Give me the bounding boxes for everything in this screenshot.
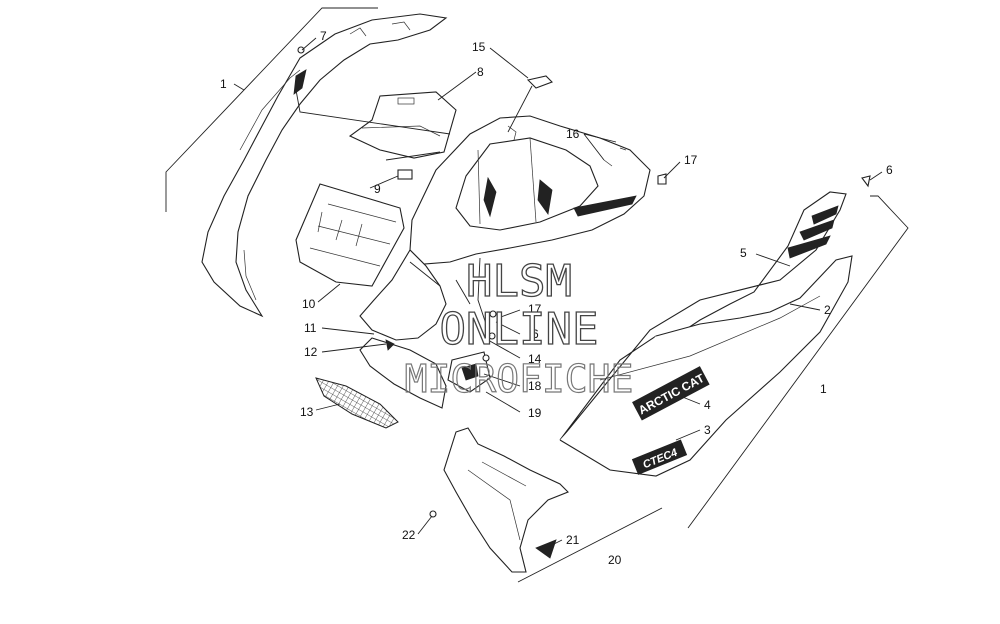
watermark-line-1: HLSM	[466, 256, 572, 307]
callout-6-mid: 6	[532, 327, 539, 341]
small-parts	[297, 46, 871, 318]
callout-4: 4	[704, 398, 711, 412]
callout-17-mid: 17	[528, 302, 542, 316]
bracket-18	[447, 332, 496, 393]
callout-17-top: 17	[684, 153, 698, 167]
grille-13	[315, 377, 399, 429]
callout-16: 16	[566, 127, 580, 141]
side-panel-right: ARCTIC CAT CTEC4	[559, 191, 853, 477]
callout-1-right: 1	[820, 382, 827, 396]
callout-19: 19	[528, 406, 542, 420]
watermark-line-2: ONLINE	[440, 304, 599, 355]
callout-6-right: 6	[886, 163, 893, 177]
callout-5: 5	[740, 246, 747, 260]
callout-3: 3	[704, 423, 711, 437]
hood-part	[409, 115, 651, 265]
lower-nose-20	[429, 427, 569, 573]
callout-11: 11	[304, 321, 317, 335]
callout-8: 8	[477, 65, 484, 79]
callout-1-left: 1	[220, 77, 227, 91]
callout-2: 2	[824, 303, 831, 317]
callout-10: 10	[302, 297, 316, 311]
group-bracket-right	[687, 195, 909, 529]
watermark: HLSM ONLINE MICROFICHE	[404, 255, 634, 401]
leader-lines	[233, 37, 883, 549]
callout-14: 14	[528, 352, 542, 366]
clip-9	[397, 169, 413, 180]
panel-8	[348, 91, 457, 159]
duct-10	[295, 183, 405, 287]
callout-20: 20	[608, 553, 622, 567]
callout-15: 15	[472, 40, 486, 54]
callout-9: 9	[374, 182, 381, 196]
callout-18: 18	[528, 379, 542, 393]
windshield-part	[201, 13, 448, 318]
watermark-line-3: MICROFICHE	[405, 357, 634, 401]
callout-7: 7	[320, 29, 327, 43]
callout-12: 12	[304, 345, 318, 359]
callout-21: 21	[566, 533, 580, 547]
callout-22: 22	[402, 528, 416, 542]
group-bracket-20	[517, 507, 663, 583]
callout-13: 13	[300, 405, 314, 419]
callouts: 1 7 8 15 9 10 11 12 13 16 17 6 5 2 1 4 3…	[220, 29, 893, 567]
side-panel-11	[359, 249, 447, 409]
